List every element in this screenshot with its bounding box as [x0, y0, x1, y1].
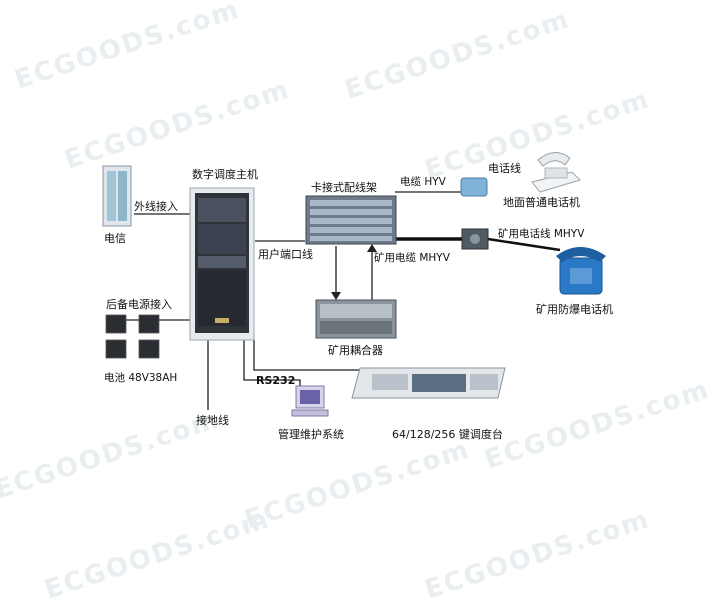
coupler-label: 矿用耦合器 — [328, 344, 383, 357]
mine-phone-label: 矿用防爆电话机 — [536, 303, 613, 316]
arrow-up — [367, 244, 377, 252]
arrow-down — [331, 292, 341, 300]
telecom-cabinet — [102, 165, 132, 227]
coupler-box — [315, 299, 397, 339]
ground-line-label: 接地线 — [196, 414, 229, 427]
console-label: 64/128/256 键调度台 — [392, 428, 503, 441]
rs232-link — [243, 340, 301, 390]
battery-bank — [105, 314, 160, 359]
console-link — [253, 340, 360, 371]
backup-power-label: 后备电源接入 — [106, 298, 172, 311]
mine-phone-line-label: 矿用电话线 MHYV — [498, 228, 585, 240]
battery-label: 电池 48V38AH — [104, 372, 178, 384]
ground-phone-label: 地面普通电话机 — [503, 196, 580, 209]
external-line-label: 外线接入 — [134, 200, 178, 213]
mine-phone — [556, 247, 606, 295]
main-host-label: 数字调度主机 — [192, 168, 258, 181]
distribution-frame-label: 卡接式配线架 — [311, 181, 377, 194]
management-label: 管理维护系统 — [278, 428, 344, 441]
ground-phone — [460, 152, 581, 197]
junction-box — [461, 228, 489, 250]
mine-cable-label: 矿用电缆 MHYV — [374, 252, 450, 264]
dispatch-console — [351, 367, 506, 399]
mine-phone-line-link — [487, 237, 561, 252]
telecom-label: 电信 — [104, 232, 126, 245]
rs232-label: RS232 — [256, 374, 296, 387]
user-port-line-label: 用户端口线 — [258, 248, 313, 261]
phone-line-label: 电话线 — [488, 162, 521, 175]
management-pc — [291, 385, 329, 417]
main-host-rack — [189, 187, 255, 341]
cable-hyv-label: 电缆 HYV — [400, 176, 446, 188]
distribution-frame — [305, 195, 397, 245]
